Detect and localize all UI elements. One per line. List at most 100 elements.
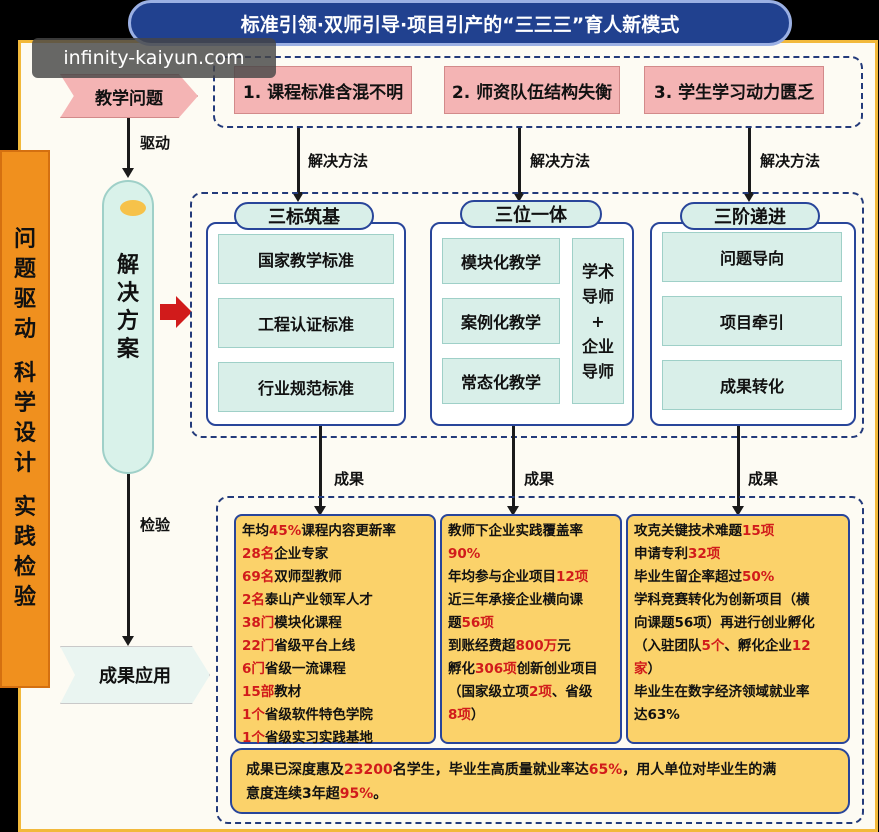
highlight-value: 2项 [529, 684, 552, 700]
result-line: 38门模块化课程 [242, 612, 428, 635]
standard-item: 国家教学标准 [218, 234, 394, 284]
result-text: 名学生，毕业生高质量就业率达 [392, 762, 589, 778]
result-line: 题56项 [448, 612, 614, 635]
method-arrow-head-2 [513, 192, 525, 202]
highlight-value: 23200 [344, 762, 393, 778]
highlight-value: 8项 [448, 707, 471, 723]
result-line: （国家级立项2项、省级 [448, 681, 614, 704]
highlight-value: 15部 [242, 684, 275, 700]
result-text: 近三年承接企业横向课 [448, 592, 583, 608]
sidebar-char: 践 [13, 525, 36, 550]
highlight-value: 95% [339, 786, 374, 802]
result-arrow-line-3 [737, 426, 740, 508]
solution-char: 解 [116, 253, 139, 278]
highlight-value: 69名 [242, 569, 275, 585]
summary-card: 成果已深度惠及23200名学生，毕业生高质量就业率达65%，用人单位对毕业生的满… [230, 748, 850, 814]
result-application-label: 成果应用 [60, 646, 210, 704]
solution-label: 解决方案 [104, 252, 152, 364]
result-text: 年均 [242, 523, 269, 539]
drive-label: 驱动 [140, 134, 171, 152]
result-line: 2名泰山产业领军人才 [242, 589, 428, 612]
result-text: ） [470, 707, 485, 723]
highlight-value: 306项 [475, 661, 517, 677]
result-arrow-line-2 [512, 426, 515, 508]
highlight-value: 90% [448, 546, 481, 562]
method-arrow-head-3 [743, 192, 755, 202]
teaching-item: 案例化教学 [442, 298, 560, 344]
result-line: 22门省级平台上线 [242, 635, 428, 658]
method-arrow-line-3 [748, 128, 751, 194]
highlight-value: 15项 [742, 523, 775, 539]
result-text: 企业专家 [274, 546, 329, 562]
result-text: 泰山产业领军人才 [264, 592, 373, 608]
result-text: 省级一流课程 [264, 661, 346, 677]
result-text: ） [647, 661, 662, 677]
stage-item: 问题导向 [662, 232, 842, 282]
panel-title-1: 三标筑基 [234, 202, 374, 230]
result-line: 90% [448, 543, 614, 566]
result-line: 毕业生在数字经济领域就业率 [634, 681, 842, 704]
solution-char: 方 [116, 309, 139, 334]
panel-title-3: 三阶递进 [680, 202, 820, 230]
results-box [216, 496, 864, 824]
result-line: 近三年承接企业横向课 [448, 589, 614, 612]
watermark: infinity-kaiyun.com [32, 38, 276, 78]
standard-item: 行业规范标准 [218, 362, 394, 412]
result-line: 8项） [448, 704, 614, 727]
highlight-value: 56项 [461, 615, 494, 631]
result-line: 1个省级实习实践基地 [242, 727, 428, 750]
method-arrow-line-1 [297, 128, 300, 194]
highlight-value: 5个 [701, 638, 725, 654]
result-text: ，用人单位对毕业生的满 [622, 762, 777, 778]
teaching-item: 常态化教学 [442, 358, 560, 404]
result-line: 达63% [634, 704, 842, 727]
result-line: 69名双师型教师 [242, 566, 428, 589]
result-line: 6门省级一流课程 [242, 658, 428, 681]
result-card-3: 攻克关键技术难题15项申请专利32项毕业生留企率超过50%学科竞赛转化为创新项目… [626, 514, 850, 744]
result-text: 向课题56项）再进行创业孵化 [634, 615, 815, 631]
stage-item: 成果转化 [662, 360, 842, 410]
result-text: 成果已深度惠及 [246, 762, 344, 778]
highlight-value: 800万 [515, 638, 558, 654]
sidebar-char: 实 [13, 495, 36, 520]
result-label-1: 成果 [334, 470, 365, 488]
mentor-text: 学术 [581, 261, 614, 281]
problem-3: 3. 学生学习动力匮乏 [644, 66, 824, 114]
result-line: 15部教材 [242, 681, 428, 704]
result-arrow-head-1 [314, 506, 326, 516]
stage-item: 项目牵引 [662, 296, 842, 346]
result-line: 年均参与企业项目12项 [448, 566, 614, 589]
drive-arrow-line [127, 118, 130, 170]
result-text: 申请专利 [634, 546, 688, 562]
check-arrow-line [127, 474, 130, 638]
result-text: 意度连续3年超 [246, 786, 340, 802]
problems-box [213, 56, 863, 128]
mentor-text: 导师 [581, 286, 614, 306]
highlight-value: 家 [634, 661, 648, 677]
solution-char: 决 [116, 281, 139, 306]
result-line: 成果已深度惠及23200名学生，毕业生高质量就业率达65%，用人单位对毕业生的满 [246, 758, 834, 782]
solution-char: 案 [116, 337, 139, 362]
result-line: 意度连续3年超95%。 [246, 782, 834, 806]
result-line: 到账经费超800万元 [448, 635, 614, 658]
result-text: 达63% [634, 707, 680, 723]
standard-item: 工程认证标准 [218, 298, 394, 348]
result-text: 到账经费超 [448, 638, 516, 654]
highlight-value: 38门 [242, 615, 275, 631]
result-line: 28名企业专家 [242, 543, 428, 566]
capsule-knob-icon [120, 200, 146, 216]
result-line: 攻克关键技术难题15项 [634, 520, 842, 543]
result-text: 省级实习实践基地 [264, 730, 373, 746]
result-text: 元 [557, 638, 571, 654]
sidebar-char: 问 [13, 227, 36, 252]
result-text: 年均参与企业项目 [448, 569, 556, 585]
method-label-1: 解决方法 [308, 152, 369, 170]
problem-2: 2. 师资队伍结构失衡 [444, 66, 620, 114]
dual-mentor-box: 学术导师+企业导师 [572, 238, 624, 404]
result-text: 、孵化企业 [724, 638, 792, 654]
result-text: 模块化课程 [274, 615, 342, 631]
result-text: 教材 [274, 684, 302, 700]
result-text: 课程内容更新率 [301, 523, 396, 539]
